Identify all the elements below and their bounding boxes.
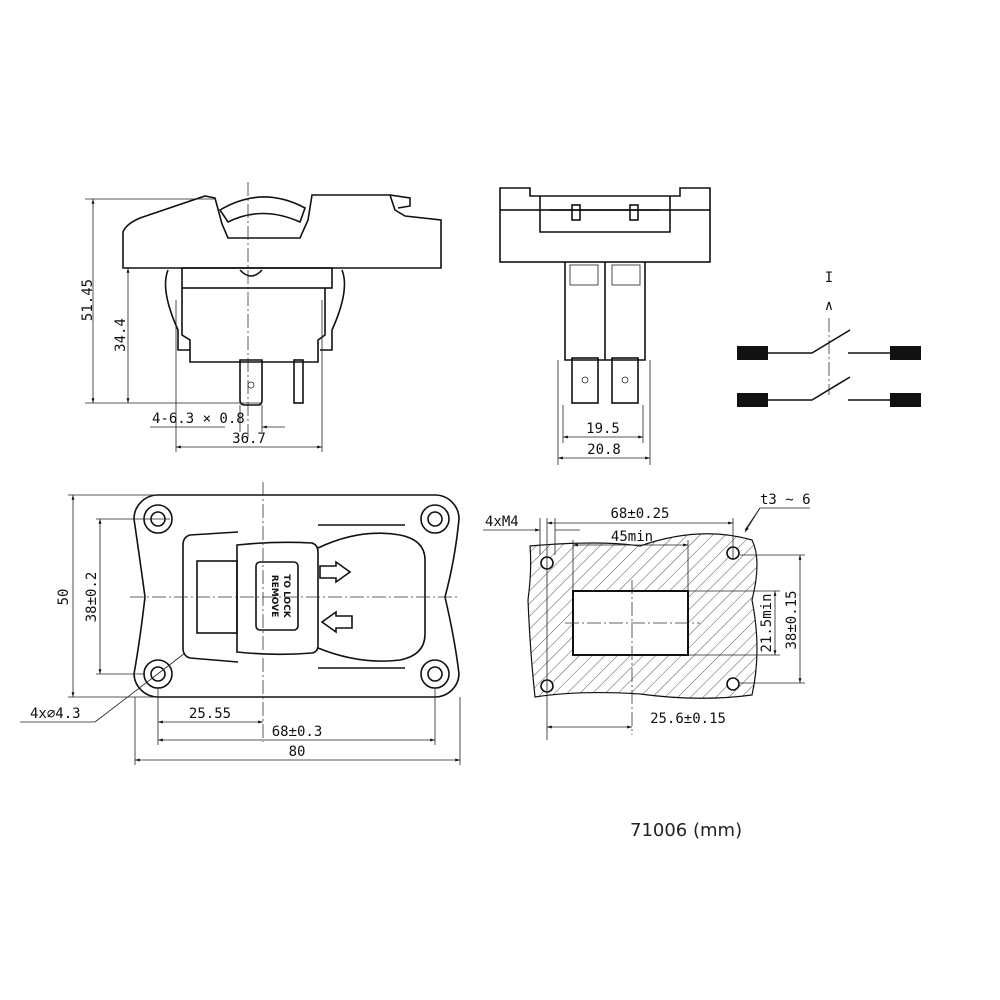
- dim-offset: 25.55: [189, 706, 231, 722]
- side-view: 51.45 34.4 4-6.3 × 0.8 36.7: [80, 182, 442, 452]
- arrow-off-icon: [320, 610, 353, 634]
- dim-terminals: 4-6.3 × 0.8: [152, 411, 245, 427]
- label-to-lock: TO LOCK: [281, 574, 291, 619]
- top-view: REMOVE TO LOCK 50 38±0.2 4x∅4.3 25.55 68…: [20, 482, 461, 765]
- front-view: 19.5 20.8: [499, 187, 711, 465]
- label-remove: REMOVE: [269, 575, 279, 618]
- dim-hole-spacing-h: 68±0.25: [610, 506, 669, 522]
- symbol-off: ∧: [825, 298, 833, 314]
- terminal-block: [737, 393, 768, 407]
- dim-outer: 20.8: [587, 442, 621, 458]
- mounting-holes: [143, 504, 450, 689]
- caption: 71006 (mm): [630, 820, 742, 841]
- dim-hole-spacing-h: 68±0.3: [272, 724, 323, 740]
- dim-screws: 4xM4: [485, 514, 519, 530]
- terminal-block: [737, 346, 768, 360]
- dim-width: 80: [289, 744, 306, 760]
- dim-height: 50: [56, 589, 72, 606]
- terminal-block: [890, 346, 921, 360]
- symbol-on: I: [825, 270, 833, 286]
- panel-cutout-view: 68±0.25 4xM4 45min t3 ~ 6 21.5min 38±0.1…: [483, 492, 811, 740]
- dim-total-height: 51.45: [80, 279, 96, 321]
- dim-hole-spacing-v: 38±0.15: [784, 590, 800, 649]
- switch-schematic: I ∧: [737, 270, 921, 407]
- dim-hole-spacing-v: 38±0.2: [84, 572, 100, 623]
- dim-cut-height: 21.5min: [759, 593, 775, 652]
- dim-body-height: 34.4: [113, 318, 129, 352]
- dim-offset: 25.6±0.15: [650, 711, 726, 727]
- dim-width: 36.7: [232, 431, 266, 447]
- terminal-block: [890, 393, 921, 407]
- dim-thickness: t3 ~ 6: [760, 492, 811, 508]
- dim-hole-note: 4x∅4.3: [30, 706, 81, 722]
- arrow-on-icon: [319, 560, 352, 584]
- dim-cut-width: 45min: [611, 529, 653, 545]
- dim-inner: 19.5: [586, 421, 620, 437]
